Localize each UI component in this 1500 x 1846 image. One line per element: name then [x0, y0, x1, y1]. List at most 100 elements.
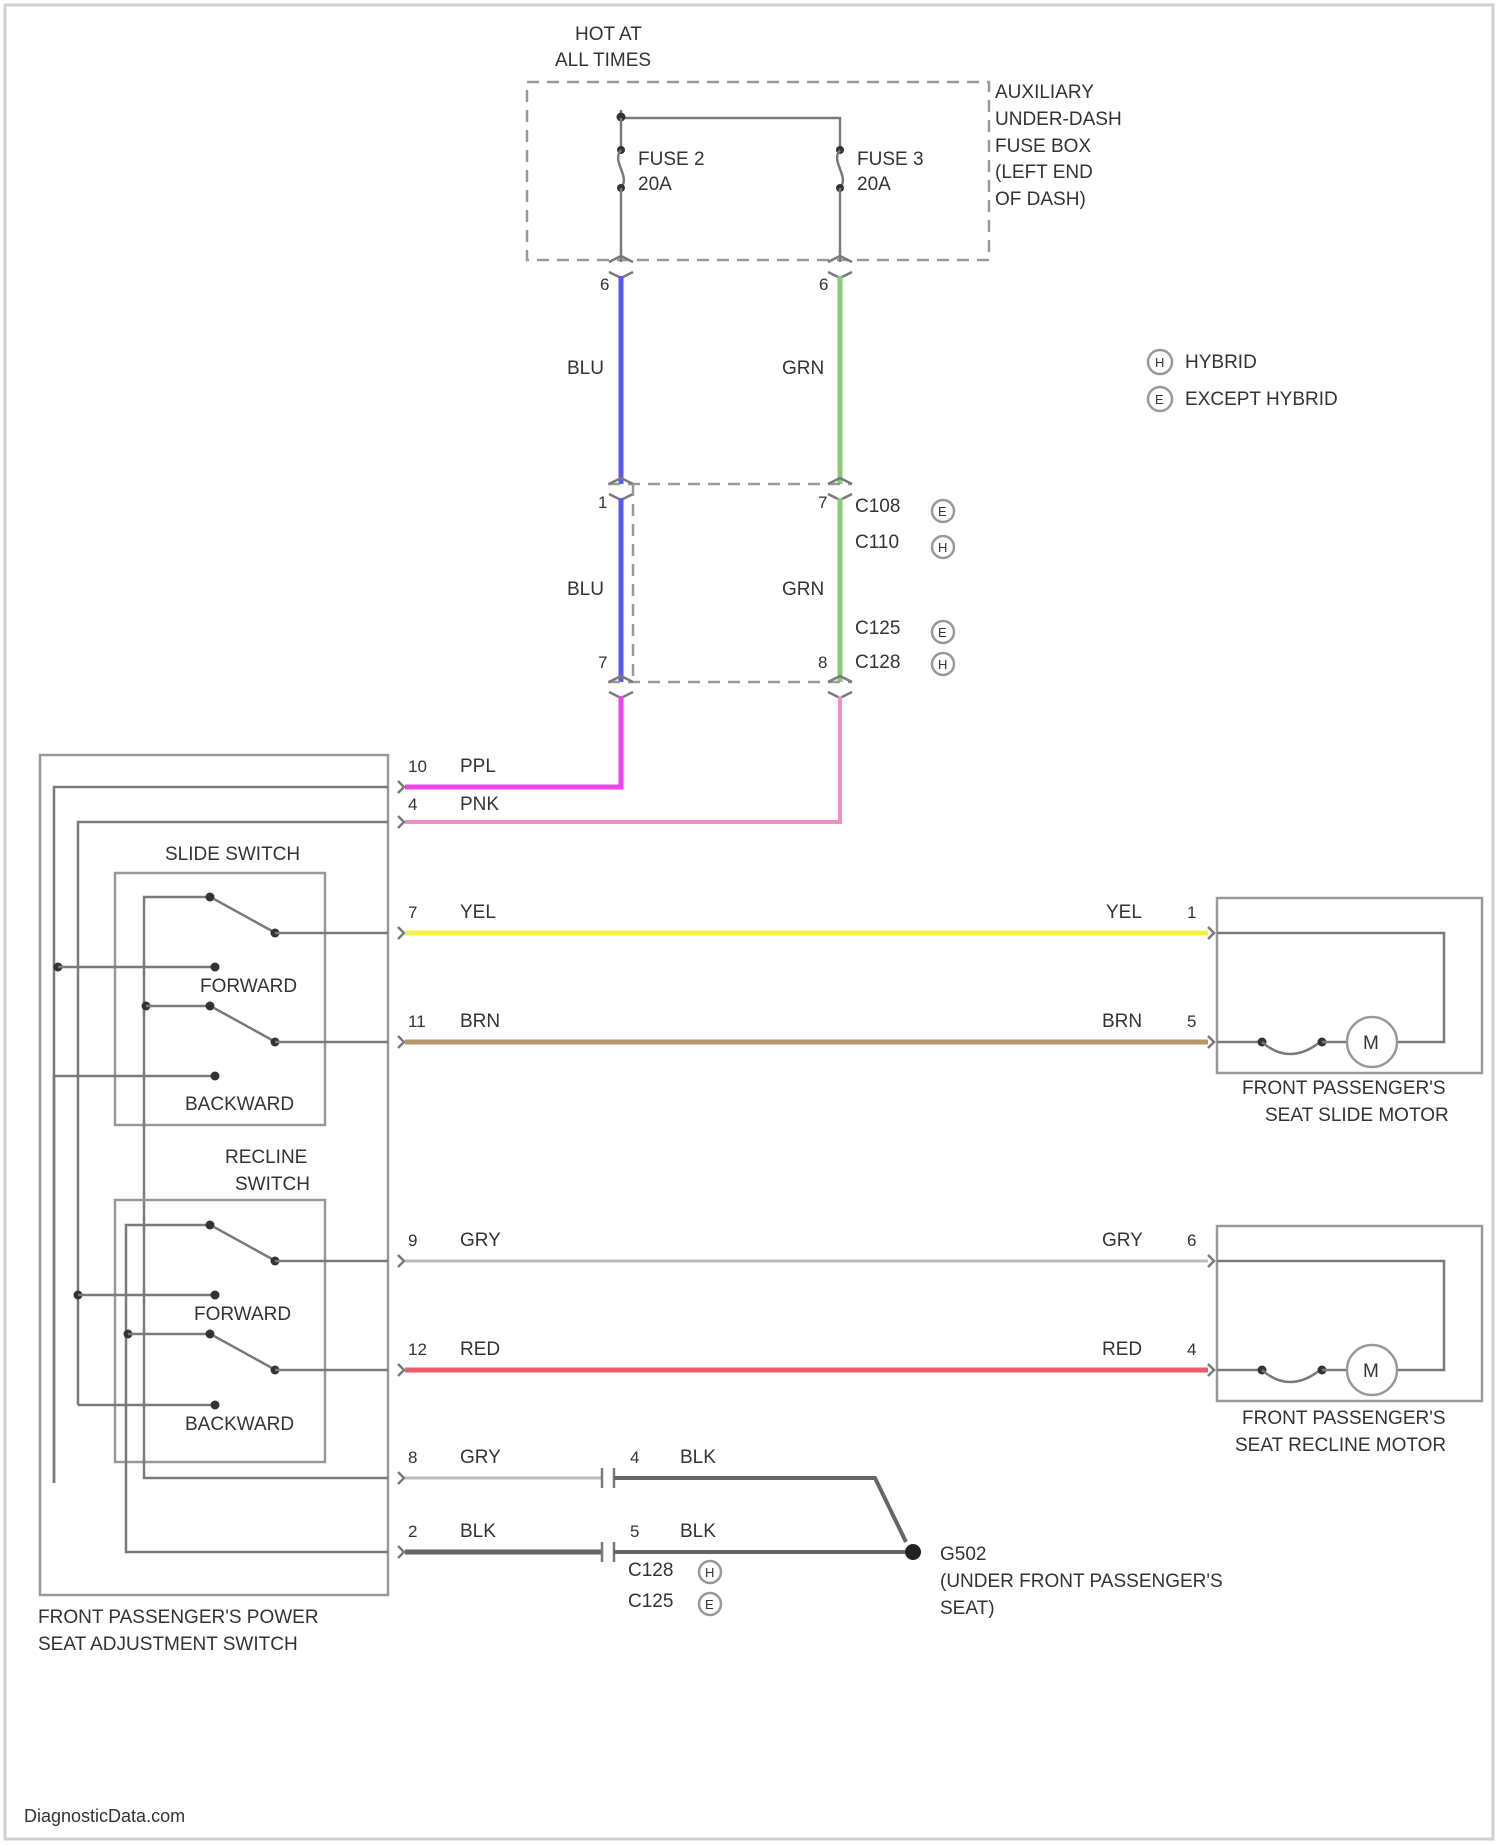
- wire-label-brn-motor: BRN: [1102, 1011, 1142, 1032]
- svg-text:H: H: [1155, 355, 1164, 370]
- pin-splice-upper: 4: [630, 1448, 639, 1467]
- legend-except-badge: E: [1148, 387, 1172, 411]
- slide-switch-forward: FORWARD: [200, 976, 297, 997]
- pin-gry-recline: 9: [408, 1231, 417, 1250]
- pin-blk-ground: 2: [408, 1522, 417, 1541]
- slide-motor-symbol: M: [1347, 1017, 1397, 1067]
- connector-lower-pin-right: 8: [818, 653, 827, 672]
- legend-hybrid-text: HYBRID: [1185, 352, 1257, 373]
- svg-text:E: E: [938, 625, 947, 640]
- wire-blk-splice-upper: [614, 1478, 906, 1542]
- pin-yel: 7: [408, 903, 417, 922]
- connector-lower-name-1: C125: [855, 618, 900, 639]
- recline-motor-name-1: FRONT PASSENGER'S: [1242, 1408, 1446, 1429]
- svg-text:(LEFT END: (LEFT END: [995, 162, 1093, 183]
- slide-switch-backward: BACKWARD: [185, 1094, 294, 1115]
- rail-ppl: [54, 787, 388, 1483]
- pin-brn-motor: 5: [1187, 1012, 1196, 1031]
- fuse-2-name: FUSE 2: [638, 149, 705, 170]
- fuse-3-rating: 20A: [857, 174, 891, 195]
- wire-label-gry-motor: GRY: [1102, 1230, 1143, 1251]
- recline-switch-title-1: RECLINE: [225, 1147, 307, 1168]
- wire-label-ppl: PPL: [460, 756, 496, 777]
- svg-text:M: M: [1363, 1033, 1379, 1054]
- wire-label-blu-upper: BLU: [567, 358, 604, 379]
- hot-label-line-1: HOT AT: [575, 24, 642, 45]
- recline-motor-box: [1217, 1226, 1482, 1401]
- connector-lower-badge-1: E: [932, 621, 954, 643]
- connector-upper-pin-right: 7: [818, 493, 827, 512]
- pin-gry-motor: 6: [1187, 1231, 1196, 1250]
- svg-text:H: H: [938, 657, 947, 672]
- ground-name: G502: [940, 1544, 986, 1565]
- svg-text:M: M: [1363, 1361, 1379, 1382]
- fuse-box-outline: [527, 82, 989, 260]
- switch-assembly-name-2: SEAT ADJUSTMENT SWITCH: [38, 1634, 298, 1655]
- recline-motor-name-2: SEAT RECLINE MOTOR: [1235, 1435, 1446, 1456]
- wire-label-blu-lower: BLU: [567, 579, 604, 600]
- pin-pnk: 4: [408, 795, 417, 814]
- wire-label-gry-recline: GRY: [460, 1230, 501, 1251]
- fuse-box-pin-left: 6: [600, 275, 609, 294]
- pin-splice-lower: 5: [630, 1522, 639, 1541]
- wire-label-yel: YEL: [460, 902, 496, 923]
- pin-red: 12: [408, 1340, 427, 1359]
- connector-upper-badge-1: E: [932, 500, 954, 522]
- slide-motor-circuit: [1208, 927, 1444, 1054]
- fuse-3-name: FUSE 3: [857, 149, 924, 170]
- fuse-2-rating: 20A: [638, 174, 672, 195]
- svg-text:E: E: [938, 504, 947, 519]
- ground-point-g502: [905, 1544, 921, 1560]
- legend-except-text: EXCEPT HYBRID: [1185, 389, 1338, 410]
- wire-label-brn: BRN: [460, 1011, 500, 1032]
- connector-lower-name-2: C128: [855, 652, 900, 673]
- page-frame: [5, 5, 1493, 1839]
- wire-label-blk-ground: BLK: [460, 1521, 496, 1542]
- ground-connector-name-1: C128: [628, 1560, 673, 1581]
- wire-label-splice-lower: BLK: [680, 1521, 716, 1542]
- recline-switch-forward: FORWARD: [194, 1304, 291, 1325]
- wire-label-red: RED: [460, 1339, 500, 1360]
- ground-location-1: (UNDER FRONT PASSENGER'S: [940, 1571, 1223, 1592]
- fuse-bus: [621, 110, 840, 140]
- wire-label-splice-upper: BLK: [680, 1447, 716, 1468]
- switch-assembly-box: [40, 755, 388, 1595]
- recline-switch-title-2: SWITCH: [235, 1174, 310, 1195]
- slide-switch-title: SLIDE SWITCH: [165, 844, 300, 865]
- pin-red-motor: 4: [1187, 1340, 1196, 1359]
- wire-label-red-motor: RED: [1102, 1339, 1142, 1360]
- pin-brn: 11: [408, 1012, 426, 1031]
- svg-text:FUSE BOX: FUSE BOX: [995, 136, 1091, 157]
- slide-motor-name-2: SEAT SLIDE MOTOR: [1265, 1105, 1449, 1126]
- svg-text:E: E: [1155, 392, 1164, 407]
- rail-ground-1: [144, 1305, 388, 1478]
- svg-text:H: H: [705, 1565, 714, 1580]
- legend-hybrid-badge: H: [1148, 350, 1172, 374]
- connector-upper: [609, 478, 852, 500]
- wire-label-grn-upper: GRN: [782, 358, 824, 379]
- connector-upper-name-1: C108: [855, 496, 900, 517]
- pin-yel-motor: 1: [1187, 903, 1196, 922]
- ground-connector-badge-2: E: [699, 1593, 721, 1615]
- pin-gry-ground: 8: [408, 1448, 417, 1467]
- switch-assembly-name-1: FRONT PASSENGER'S POWER: [38, 1607, 319, 1628]
- svg-text:OF DASH): OF DASH): [995, 189, 1086, 210]
- slide-motor-box: [1217, 898, 1482, 1073]
- ground-connector-name-2: C125: [628, 1591, 673, 1612]
- wire-ppl: [405, 696, 621, 787]
- connector-upper-pin-left: 1: [598, 493, 607, 512]
- connector-lower-pin-left: 7: [598, 653, 607, 672]
- fuse-box-pin-right: 6: [819, 275, 828, 294]
- svg-text:UNDER-DASH: UNDER-DASH: [995, 109, 1122, 130]
- ground-connector-badge-1: H: [699, 1561, 721, 1583]
- wire-label-gry-ground: GRY: [460, 1447, 501, 1468]
- switch-connector-pins: [398, 781, 404, 1558]
- ground-location-2: SEAT): [940, 1598, 995, 1619]
- fuse-2: [617, 118, 625, 262]
- slide-switch-box: [115, 873, 325, 1125]
- recline-switch-backward: BACKWARD: [185, 1414, 294, 1435]
- wire-label-grn-lower: GRN: [782, 579, 824, 600]
- hot-label-line-2: ALL TIMES: [555, 50, 651, 71]
- connector-upper-badge-2: H: [932, 536, 954, 558]
